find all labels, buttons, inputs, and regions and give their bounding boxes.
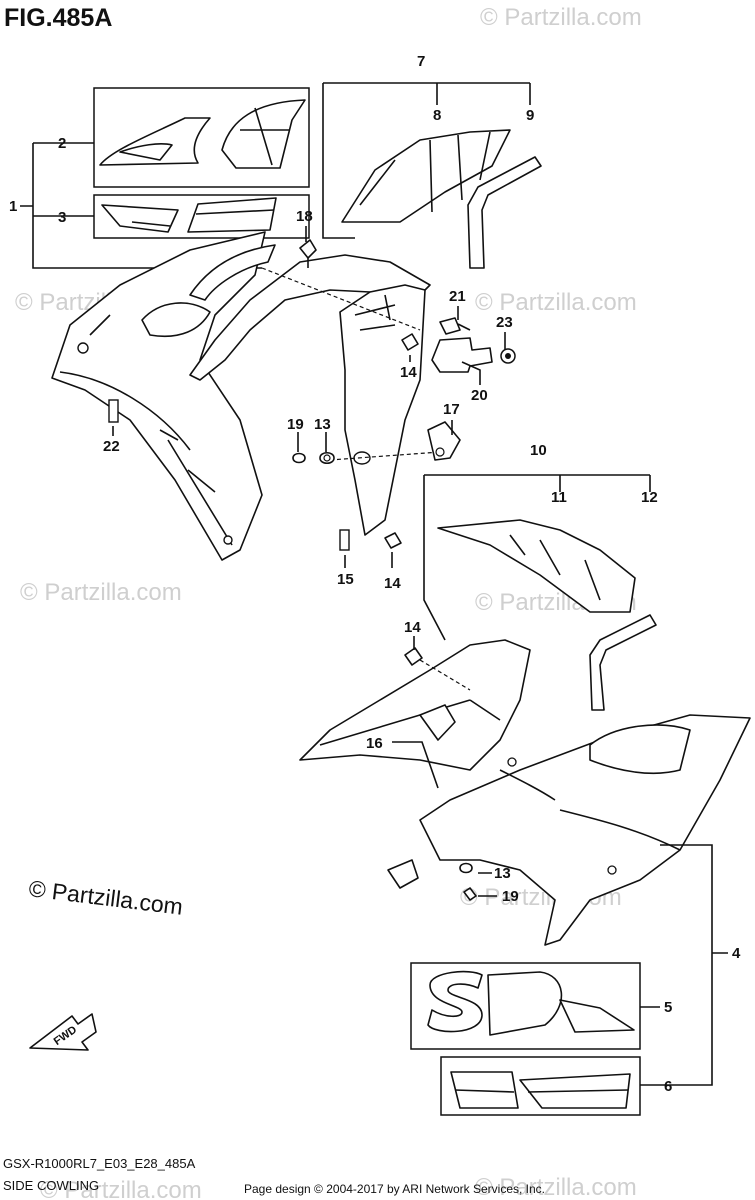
callout-7: 7	[417, 53, 425, 70]
callout-14-upper: 14	[400, 364, 417, 381]
right-side-cowling	[299, 639, 751, 946]
callout-13-upper: 13	[314, 416, 331, 433]
callout-labels: 1 2 3 4 5 6 7 8 9 10 11 12 13 13 14 14 1…	[9, 53, 741, 1095]
callout-3: 3	[58, 209, 66, 226]
decal-set-lower-4	[410, 844, 728, 1116]
section-title: SIDE COWLING	[3, 1178, 99, 1193]
callout-14-lower: 14	[404, 619, 421, 636]
fasteners-lower	[387, 647, 477, 901]
callout-9: 9	[526, 107, 534, 124]
decal-set-lower-10	[423, 474, 657, 711]
fasteners-upper	[108, 239, 419, 551]
callout-20: 20	[471, 387, 488, 404]
svg-text:© Partzilla.com: © Partzilla.com	[480, 4, 642, 31]
callout-21: 21	[449, 288, 466, 305]
figure-title: FIG.485A	[4, 4, 112, 32]
callout-14-middle: 14	[384, 575, 401, 592]
leader-lines	[112, 226, 506, 897]
page-credit: Page design © 2004-2017 by ARI Network S…	[244, 1182, 545, 1196]
svg-text:© Partzilla.com: © Partzilla.com	[27, 875, 184, 920]
bracket-assembly	[427, 317, 516, 461]
inner-panel-upper	[189, 254, 441, 536]
callout-11: 11	[551, 489, 567, 506]
left-side-cowling	[51, 231, 276, 561]
callout-1: 1	[9, 198, 17, 215]
callout-22: 22	[103, 438, 120, 455]
decal-set-upper-1	[20, 87, 310, 269]
callout-15: 15	[337, 571, 354, 588]
callout-17: 17	[443, 401, 460, 418]
callout-16: 16	[366, 735, 383, 752]
callout-10: 10	[530, 442, 547, 459]
callout-19-upper: 19	[287, 416, 304, 433]
svg-text:© Partzilla.com: © Partzilla.com	[475, 289, 637, 316]
callout-8: 8	[433, 107, 441, 124]
decal-set-upper-7	[322, 82, 542, 269]
svg-text:© Partzilla.com: © Partzilla.com	[40, 1177, 202, 1200]
partzilla-logo: © Partzilla.com	[27, 875, 184, 920]
svg-text:© Partzilla.com: © Partzilla.com	[475, 1174, 637, 1200]
forward-direction-arrow: FWD	[29, 1013, 97, 1051]
callout-23: 23	[496, 314, 513, 331]
callout-4: 4	[732, 945, 741, 962]
callout-18: 18	[296, 208, 313, 225]
callout-13-lower: 13	[494, 865, 511, 882]
callout-6: 6	[664, 1078, 672, 1095]
svg-text:© Partzilla.com: © Partzilla.com	[20, 579, 182, 606]
callout-12: 12	[641, 489, 658, 506]
callout-2: 2	[58, 135, 66, 152]
callout-19-lower: 19	[502, 888, 519, 905]
callout-5: 5	[664, 999, 672, 1016]
model-code: GSX-R1000RL7_E03_E28_485A	[3, 1156, 196, 1171]
